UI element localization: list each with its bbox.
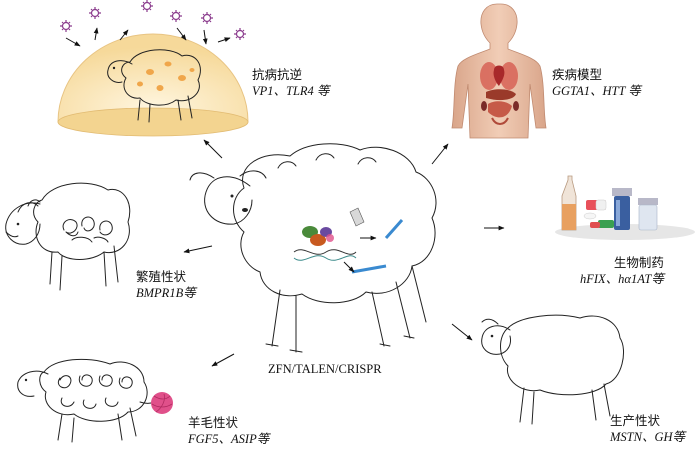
protected-sheep (107, 49, 201, 123)
label-production: 生产性状 MSTN、GH等 (610, 412, 685, 446)
trait-genes: BMPR1B等 (136, 286, 196, 300)
human-body-icon (451, 3, 547, 139)
central-sheep (189, 143, 437, 353)
label-reproduction: 繁殖性状 BMPR1B等 (136, 268, 196, 302)
label-biopharma: 生物制药 hFIX、hα1AT等 (580, 254, 664, 288)
trait-genes: GGTA1、HTT 等 (552, 84, 641, 98)
trait-genes: VP1、TLR4 等 (252, 84, 330, 98)
trait-title: 羊毛性状 (188, 415, 239, 430)
outward-arrows (183, 139, 505, 367)
trait-title: 疾病模型 (552, 67, 603, 82)
reproduction-sheep (5, 182, 131, 291)
trait-genes: MSTN、GH等 (610, 430, 686, 444)
wool-sheep (17, 358, 155, 443)
yarn-ball-icon (151, 392, 173, 414)
label-disease-resistance: 抗病抗逆 VP1、TLR4 等 (252, 66, 329, 100)
trait-title: 繁殖性状 (136, 269, 187, 284)
production-sheep (481, 314, 624, 425)
trait-title: 抗病抗逆 (252, 67, 303, 82)
trait-genes: FGF5、ASIP等 (188, 432, 270, 446)
editing-tools-label: ZFN/TALEN/CRISPR (268, 362, 382, 376)
dna-icon (293, 207, 404, 274)
label-disease-model: 疾病模型 GGTA1、HTT 等 (552, 66, 641, 100)
trait-genes: hFIX、hα1AT等 (580, 272, 664, 286)
trait-title: 生物制药 (613, 255, 664, 270)
trait-title: 生产性状 (610, 413, 661, 428)
medicine-vials-icon (555, 175, 695, 240)
internal-organs (480, 62, 519, 125)
label-wool: 羊毛性状 FGF5、ASIP等 (188, 414, 269, 448)
disease-resistance-illustration (57, 0, 249, 137)
nuclease-icon (302, 226, 334, 246)
virus-icon (60, 0, 246, 40)
virus-deflection-arrows (65, 27, 231, 47)
